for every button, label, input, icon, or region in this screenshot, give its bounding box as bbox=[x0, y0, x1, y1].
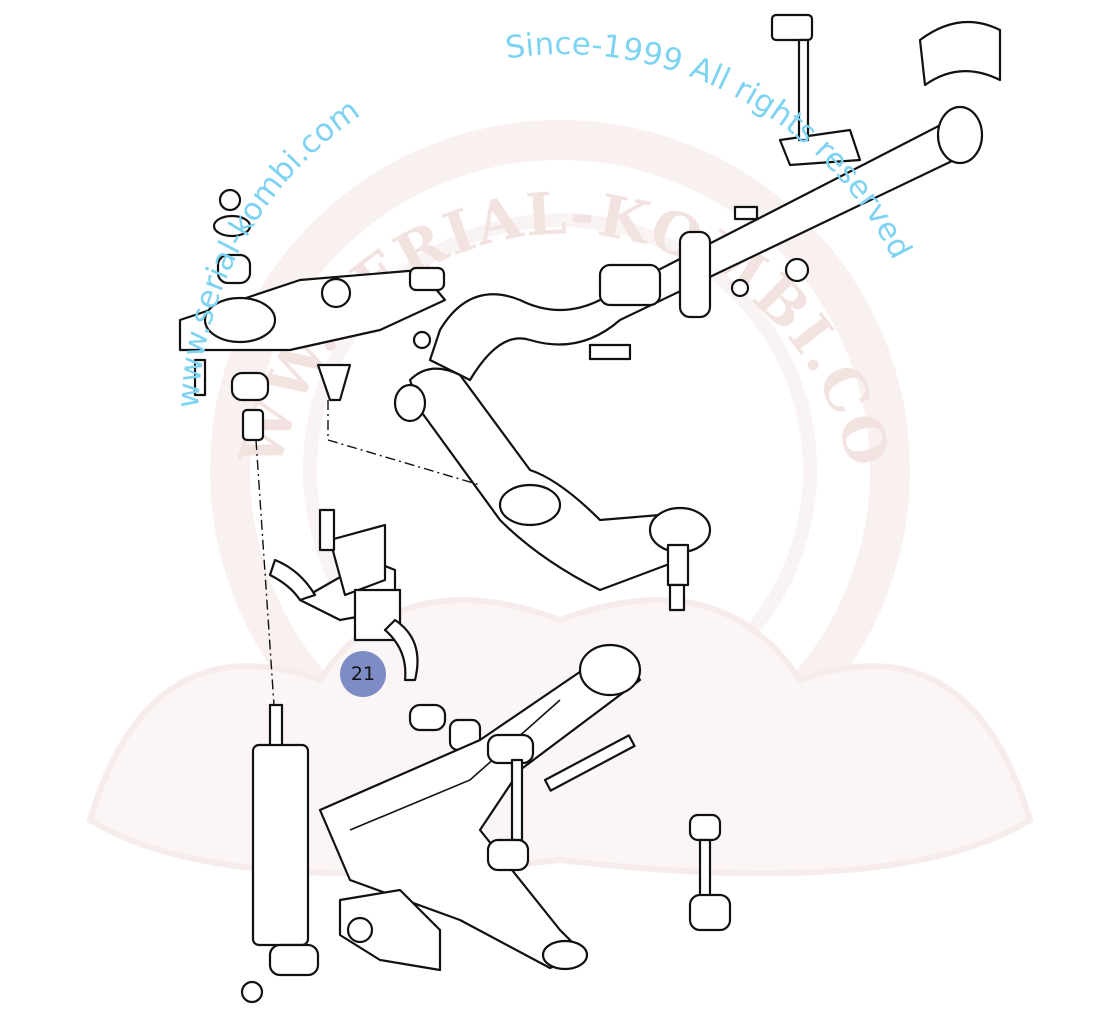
lower-arm-bracket bbox=[338, 888, 442, 972]
lower-control-arm bbox=[318, 643, 642, 971]
bushings bbox=[408, 703, 482, 752]
stabilizer-clamp bbox=[268, 508, 419, 682]
bar-mount-bracket bbox=[588, 205, 810, 361]
stabilizer-link bbox=[486, 733, 732, 932]
shock-absorber bbox=[240, 703, 320, 1004]
ball-joint bbox=[648, 506, 712, 612]
upper-control-arm bbox=[393, 367, 692, 592]
callout-badge-21[interactable]: 21 bbox=[340, 651, 386, 697]
strut-mount-plate bbox=[178, 188, 447, 442]
bolt-top bbox=[770, 13, 814, 142]
